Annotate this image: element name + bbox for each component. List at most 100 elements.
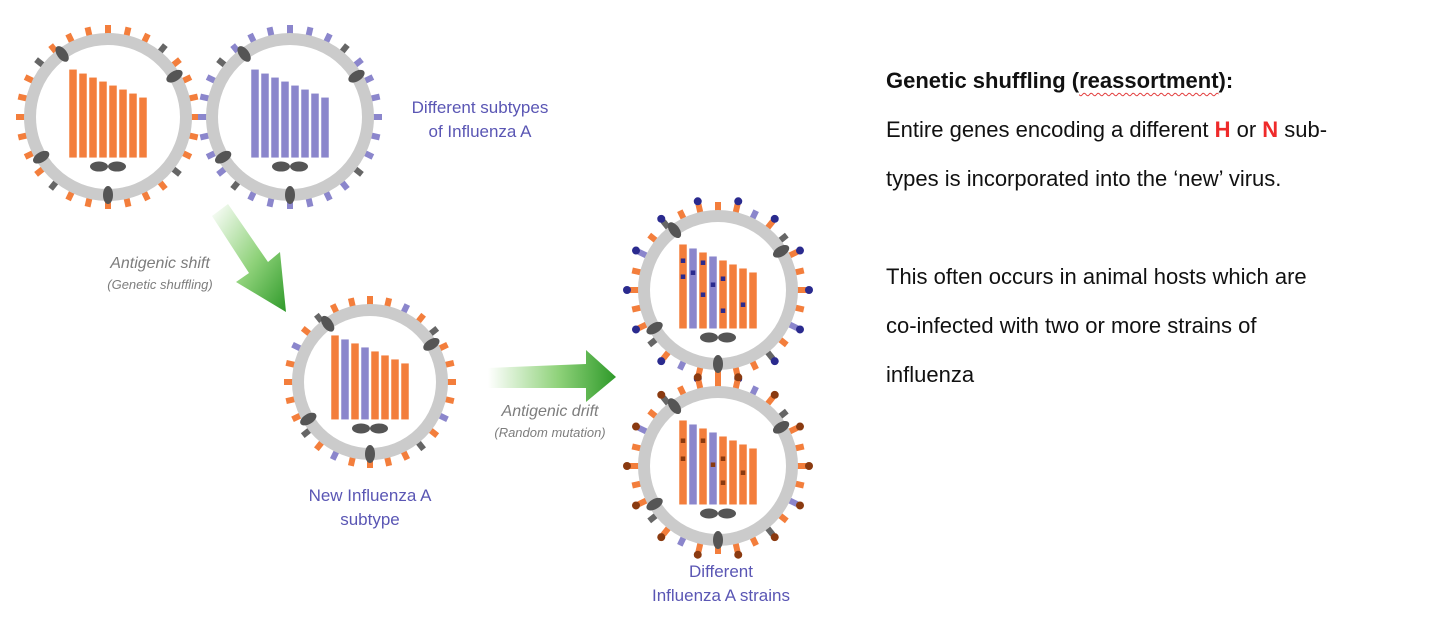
mutation-marker: [693, 197, 702, 206]
point-mutation: [680, 258, 686, 263]
paragraph-hosts: This often occurs in animal hosts which …: [886, 252, 1431, 399]
rna-segment: [709, 256, 717, 329]
mutation-marker: [632, 246, 641, 255]
rna-segment: [321, 97, 329, 158]
paragraph-genes-text-a: Entire genes encoding a different: [886, 117, 1215, 142]
rna-segment: [709, 432, 717, 505]
envelope-channel: [166, 69, 183, 83]
rna-segment: [719, 436, 727, 505]
core-protein: [272, 161, 290, 172]
point-mutation: [710, 282, 716, 287]
mutation-marker: [657, 214, 666, 223]
viral-envelope: [292, 304, 448, 460]
point-mutation: [720, 308, 726, 313]
viral-envelope: [638, 386, 798, 546]
rna-segment: [89, 77, 97, 158]
rna-segment: [251, 69, 259, 158]
core-protein: [718, 332, 736, 343]
reassortment-diagram: Different subtypes of Influenza A Antige…: [16, 25, 813, 605]
envelope-channel: [646, 497, 663, 511]
point-mutation: [720, 456, 726, 461]
mutation-marker: [657, 390, 666, 399]
mutation-marker: [770, 357, 779, 366]
mutation-marker: [623, 286, 631, 294]
mutation-marker: [770, 533, 779, 542]
subtypes-label-line1: Different subtypes: [411, 98, 549, 117]
n-letter: N: [1262, 117, 1279, 142]
envelope-channel: [215, 150, 232, 164]
rna-segment: [351, 343, 359, 420]
mutation-marker: [770, 390, 779, 399]
mutation-marker: [770, 214, 779, 223]
envelope-channel: [667, 222, 682, 239]
reassorted-virus-icon: [284, 296, 456, 468]
antigenic-shift-label-line2: (Genetic shuffling): [107, 277, 213, 292]
point-mutation: [700, 260, 706, 265]
rna-segment: [341, 339, 349, 420]
rna-segment: [749, 448, 757, 505]
mutation-marker: [657, 533, 666, 542]
rna-segment: [291, 85, 299, 158]
antigenic-drift-label: Antigenic drift (Random mutation): [470, 400, 630, 442]
envelope-channel: [667, 398, 682, 415]
rna-segment: [699, 252, 707, 329]
rna-segment: [679, 244, 687, 329]
antigenic-drift-label-line2: (Random mutation): [494, 425, 606, 440]
point-mutation: [680, 456, 686, 461]
envelope-channel: [423, 338, 440, 351]
paragraph-hosts-line2: co-infected with two or more strains of: [886, 313, 1257, 338]
envelope-channel: [646, 321, 663, 335]
mutation-marker: [632, 422, 641, 431]
antigenic-shift-arrow: [212, 204, 286, 312]
envelope-channel: [103, 186, 113, 204]
rna-segment: [331, 335, 339, 420]
viral-envelope: [24, 33, 192, 201]
explanation-panel: Genetic shuffling (reassortment): Entire…: [886, 56, 1431, 399]
envelope-channel: [33, 150, 50, 164]
paragraph-genes-text-b: or: [1230, 117, 1263, 142]
envelope-channel: [772, 420, 790, 434]
mutation-marker: [734, 373, 743, 382]
mutation-marker: [693, 373, 702, 382]
point-mutation: [720, 276, 726, 281]
strains-label-line2: Influenza A strains: [652, 586, 790, 605]
mutation-marker: [795, 246, 804, 255]
paragraph-hosts-line1: This often occurs in animal hosts which …: [886, 264, 1307, 289]
diagram-canvas: [16, 25, 813, 559]
rna-segment: [79, 73, 87, 158]
core-protein: [370, 423, 388, 434]
point-mutation: [720, 480, 726, 485]
envelope-channel: [713, 531, 723, 549]
envelope-channel: [713, 355, 723, 373]
rna-segment: [699, 428, 707, 505]
viral-envelope: [638, 210, 798, 370]
rna-segment: [371, 351, 379, 420]
mutation-marker: [623, 462, 631, 470]
point-mutation: [700, 292, 706, 297]
envelope-channel: [772, 244, 790, 258]
subtypes-label: Different subtypes of Influenza A: [388, 96, 572, 144]
core-protein: [700, 332, 718, 343]
rna-segment: [749, 272, 757, 329]
envelope-channel: [365, 445, 375, 463]
envelope-channel: [285, 186, 295, 204]
antigenic-shift-label-line1: Antigenic shift: [110, 255, 210, 272]
rna-segment: [109, 85, 117, 158]
paragraph-genes-text-c: sub-: [1278, 117, 1328, 142]
rna-segment: [119, 89, 127, 158]
rna-segment: [401, 363, 409, 420]
rna-segment: [139, 97, 147, 158]
heading-suffix: ):: [1218, 68, 1234, 93]
envelope-channel: [348, 69, 365, 83]
mutation-marker: [734, 550, 743, 559]
mutation-marker: [795, 325, 804, 334]
mutation-marker: [805, 462, 813, 470]
rna-segment: [719, 260, 727, 329]
point-mutation: [740, 470, 746, 475]
point-mutation: [680, 274, 686, 279]
new-subtype-label-line2: subtype: [340, 510, 400, 529]
purple-virus-icon: [198, 25, 382, 209]
rna-segment: [69, 69, 77, 158]
core-protein: [718, 508, 736, 519]
antigenic-drift-arrow: [488, 350, 616, 402]
